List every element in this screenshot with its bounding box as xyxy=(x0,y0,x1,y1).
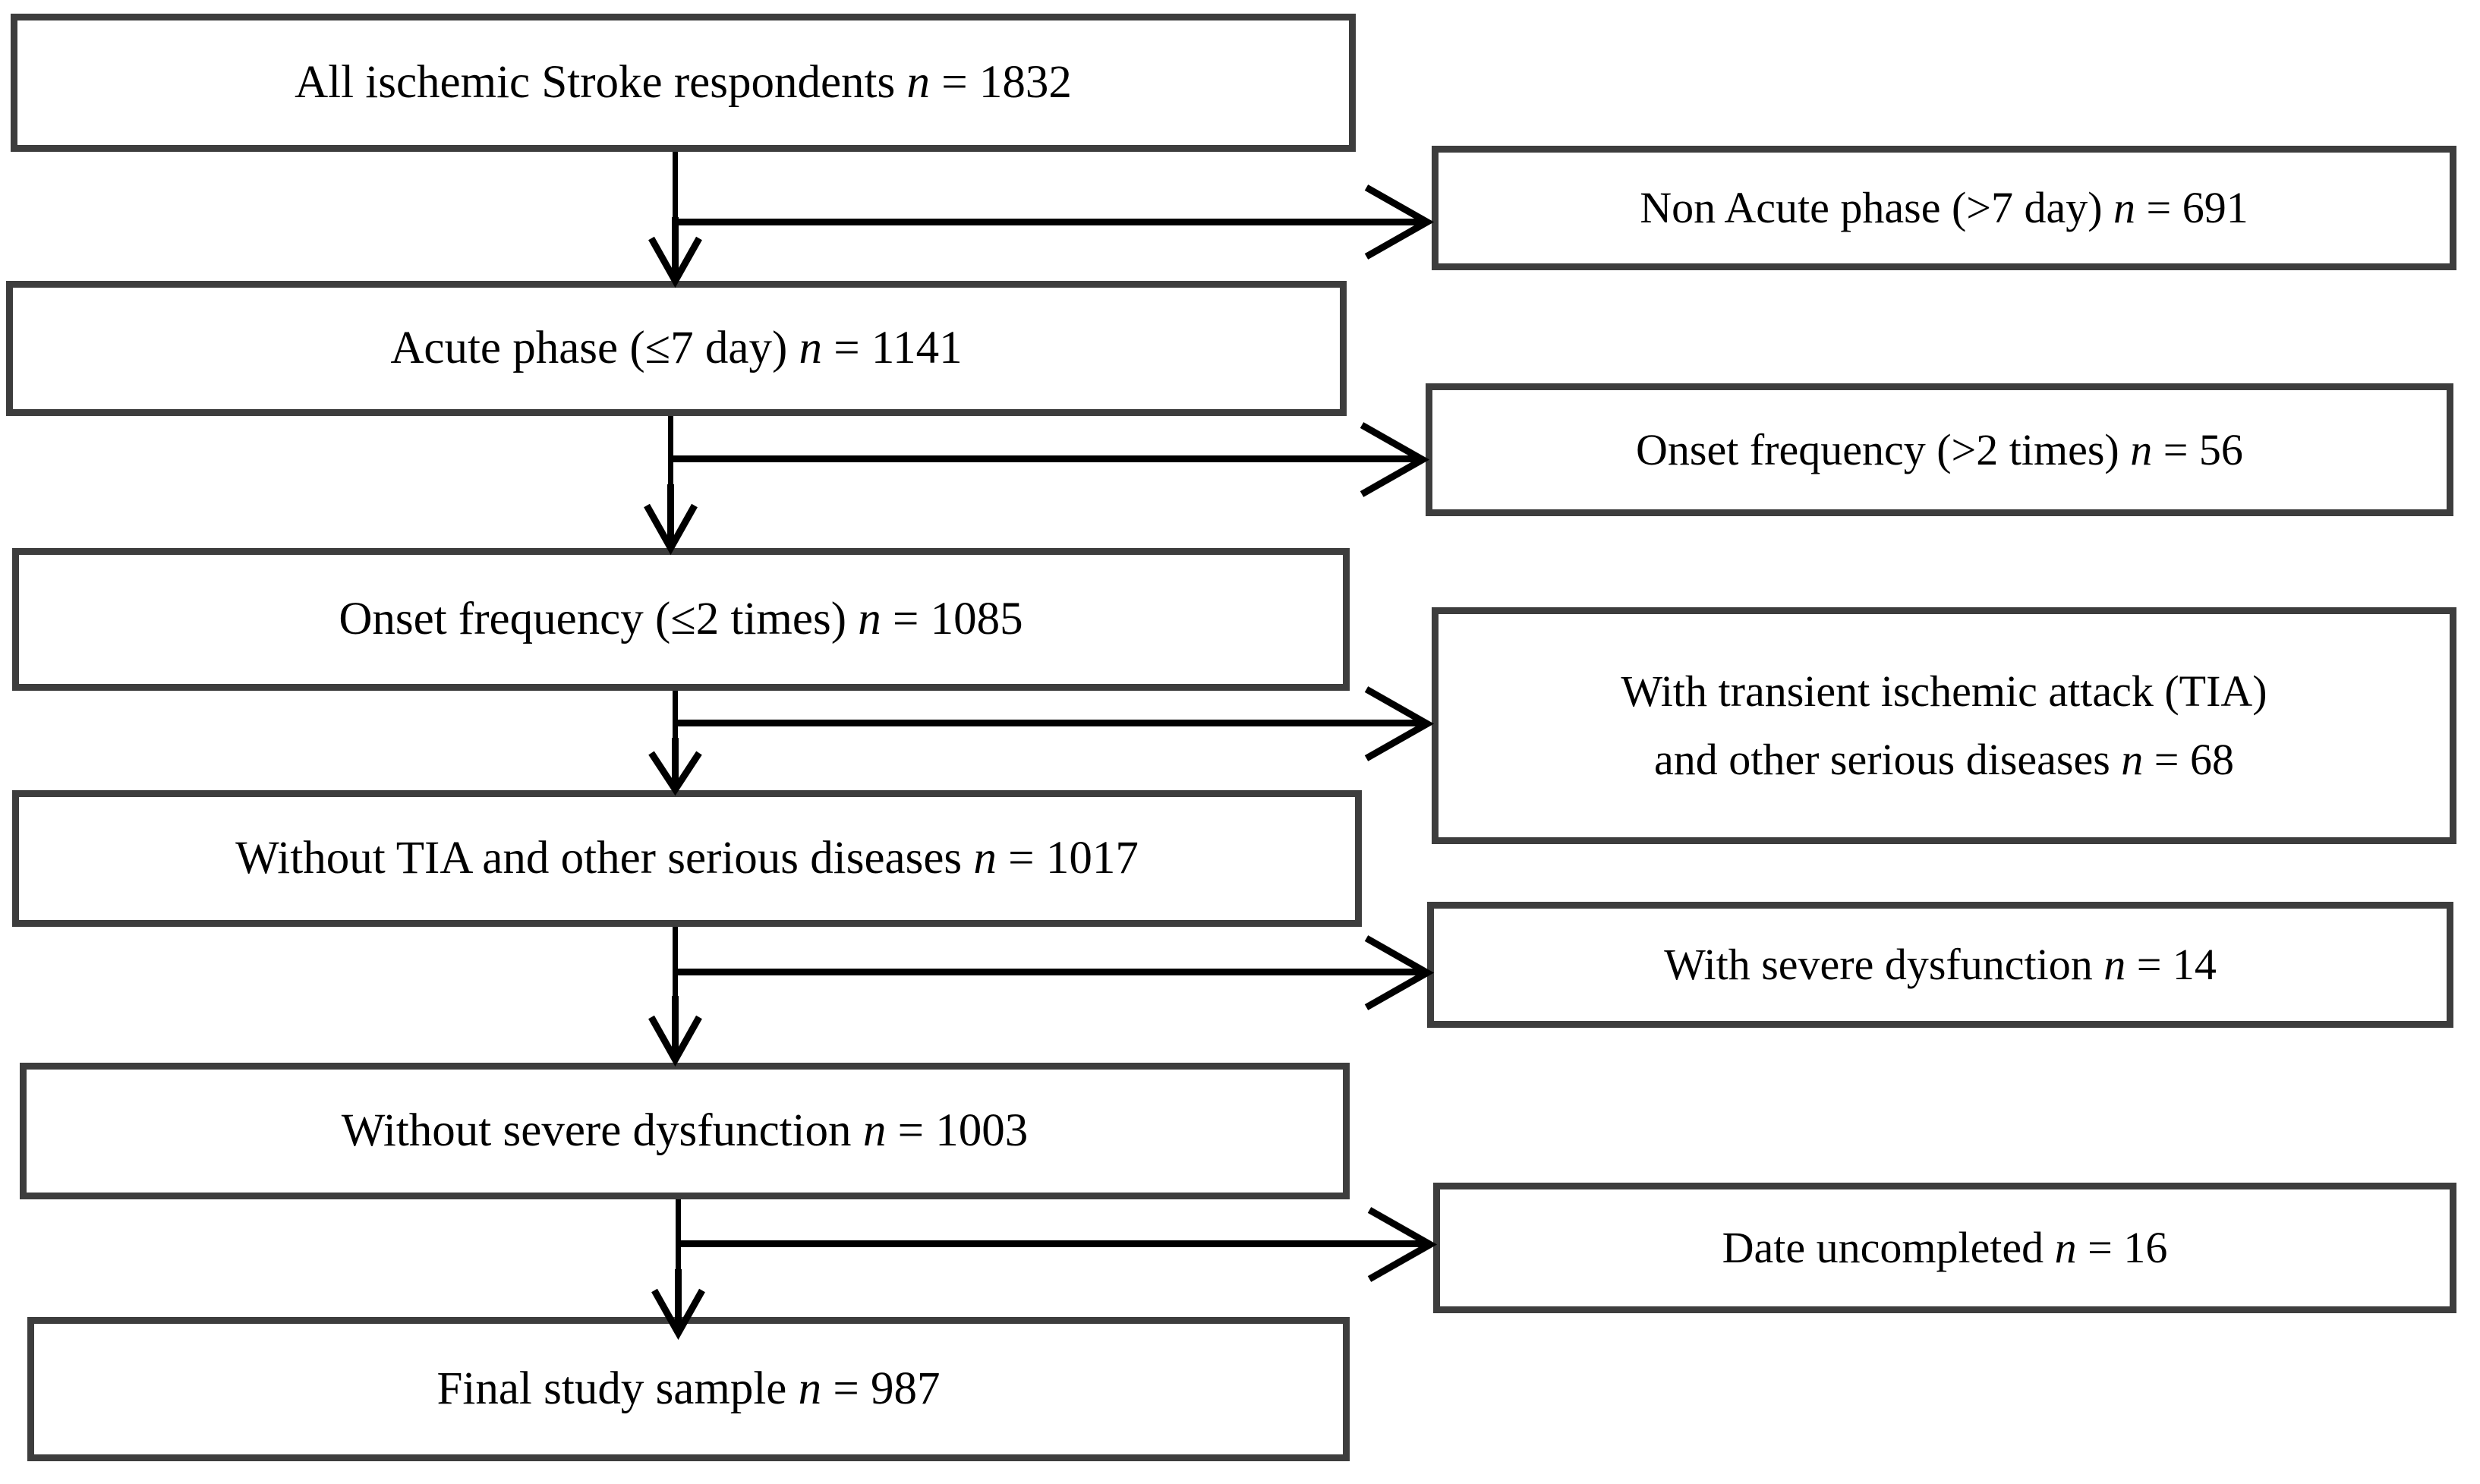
flow-node-onset-frequency: Onset frequency (≤2 times) n = 1085 xyxy=(12,548,1350,691)
horizontal-connector-line xyxy=(673,720,1424,726)
n-value: = 16 xyxy=(2088,1223,2168,1273)
flow-node-final-sample: Final study sample n = 987 xyxy=(27,1317,1350,1461)
vertical-connector-line xyxy=(673,152,678,269)
exclusion-node-onset-frequency-excluded: Onset frequency (>2 times) n = 56 xyxy=(1426,383,2453,516)
n-value: = 1017 xyxy=(1008,832,1139,884)
n-value: = 1141 xyxy=(833,322,963,373)
exclusion-node-with-severe-dysfunction: With severe dysfunction n = 14 xyxy=(1427,902,2453,1028)
node-text-line: Final study sample n = 987 xyxy=(436,1363,941,1414)
n-symbol: n xyxy=(798,1363,822,1414)
node-text-line: Without TIA and other serious diseases n… xyxy=(235,832,1139,884)
horizontal-connector-line xyxy=(673,969,1424,975)
flow-node-acute-phase: Acute phase (≤7 day) n = 1141 xyxy=(6,281,1347,416)
flow-node-all-respondents: All ischemic Stroke respondents n = 1832 xyxy=(11,14,1356,152)
n-value: = 68 xyxy=(2154,735,2234,784)
n-value: = 14 xyxy=(2136,940,2217,990)
n-value: = 691 xyxy=(2146,183,2248,233)
exclusion-node-date-uncompleted: Date uncompleted n = 16 xyxy=(1433,1183,2456,1313)
n-value: = 1832 xyxy=(941,56,1072,108)
node-text-line: Date uncompleted n = 16 xyxy=(1722,1223,2168,1273)
n-symbol: n xyxy=(2113,183,2136,233)
n-symbol: n xyxy=(858,593,881,644)
horizontal-connector-line xyxy=(668,455,1420,462)
n-value: = 987 xyxy=(833,1363,941,1414)
n-symbol: n xyxy=(2054,1223,2077,1273)
node-text-line: Onset frequency (≤2 times) n = 1085 xyxy=(339,593,1023,644)
node-text-line-1: With transient ischemic attack (TIA) xyxy=(1621,666,2267,717)
flow-node-without-tia: Without TIA and other serious diseases n… xyxy=(12,790,1362,927)
node-text-line: With severe dysfunction n = 14 xyxy=(1664,940,2217,990)
node-text-line-2: and other serious diseases n = 68 xyxy=(1653,735,2234,784)
n-symbol: n xyxy=(2103,940,2126,990)
horizontal-connector-line xyxy=(673,219,1424,225)
vertical-connector-line xyxy=(673,927,678,1048)
arrow-right-icon xyxy=(1367,1207,1453,1286)
n-symbol: n xyxy=(799,322,823,373)
n-value: = 1085 xyxy=(893,593,1023,644)
node-text-line: Acute phase (≤7 day) n = 1141 xyxy=(390,322,963,373)
n-symbol: n xyxy=(862,1104,887,1156)
n-value: = 1003 xyxy=(897,1104,1029,1156)
node-text-line: Without severe dysfunction n = 1003 xyxy=(341,1104,1029,1156)
n-symbol: n xyxy=(906,56,931,108)
flow-node-without-severe-dysfunction: Without severe dysfunction n = 1003 xyxy=(20,1063,1350,1199)
n-symbol: n xyxy=(2130,424,2153,474)
n-symbol: n xyxy=(973,832,997,884)
arrow-right-icon xyxy=(1364,184,1450,263)
horizontal-connector-line xyxy=(676,1240,1427,1247)
node-text-line: Non Acute phase (>7 day) n = 691 xyxy=(1640,183,2248,233)
arrow-right-icon xyxy=(1364,935,1450,1014)
n-symbol: n xyxy=(2121,735,2144,784)
node-text-line: All ischemic Stroke respondents n = 1832 xyxy=(295,56,1072,108)
exclusion-node-with-tia: With transient ischemic attack (TIA) and… xyxy=(1432,607,2456,844)
exclusion-node-non-acute-phase: Non Acute phase (>7 day) n = 691 xyxy=(1432,146,2456,270)
vertical-connector-line xyxy=(676,1199,681,1321)
arrow-right-icon xyxy=(1360,422,1445,501)
arrow-right-icon xyxy=(1364,686,1450,765)
n-value: = 56 xyxy=(2163,424,2243,474)
vertical-connector-line xyxy=(668,416,673,536)
node-text-line: Onset frequency (>2 times) n = 56 xyxy=(1636,424,2243,474)
